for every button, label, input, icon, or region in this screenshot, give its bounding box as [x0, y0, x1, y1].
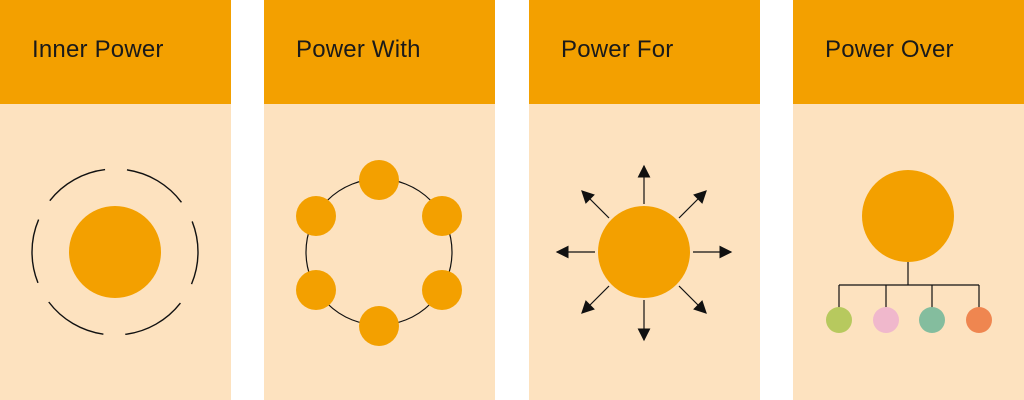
arrow-up-left	[581, 190, 610, 219]
inner-circle	[69, 206, 161, 298]
radiating-arrows	[555, 164, 733, 342]
hierarchy-lines	[838, 262, 980, 308]
member-circle	[359, 160, 399, 200]
center-circle	[598, 206, 690, 298]
panel-header: Inner Power	[0, 0, 231, 104]
member-circle	[422, 270, 462, 310]
member-circle	[296, 196, 336, 236]
arrow-down-right	[678, 285, 707, 314]
power-over-figure	[826, 170, 992, 333]
panel-power-over: Power Over	[793, 0, 1024, 400]
panel-title: Power Over	[825, 36, 954, 63]
member-circle	[422, 196, 462, 236]
subordinate-circle-teal	[919, 307, 945, 333]
member-circle	[359, 306, 399, 346]
panel-power-with: Power With	[264, 0, 495, 400]
inner-power-figure	[31, 168, 199, 336]
panel-title: Power With	[296, 36, 421, 63]
power-for-figure	[555, 164, 733, 342]
panel-title: Power For	[561, 36, 674, 63]
panel-header: Power With	[264, 0, 495, 104]
panel-power-for: Power For	[529, 0, 760, 400]
arrow-down-left	[581, 285, 610, 314]
panel-title: Inner Power	[32, 36, 164, 63]
dominant-circle	[862, 170, 954, 262]
panel-header: Power Over	[793, 0, 1024, 104]
arrow-up-right	[678, 190, 707, 219]
dashed-boundary-ring	[31, 168, 199, 336]
panel-inner-power: Inner Power	[0, 0, 231, 400]
subordinate-circle-pink	[873, 307, 899, 333]
member-circle	[296, 270, 336, 310]
panel-header: Power For	[529, 0, 760, 104]
subordinate-circle-orange	[966, 307, 992, 333]
subordinate-circle-green	[826, 307, 852, 333]
power-with-figure	[296, 160, 462, 346]
